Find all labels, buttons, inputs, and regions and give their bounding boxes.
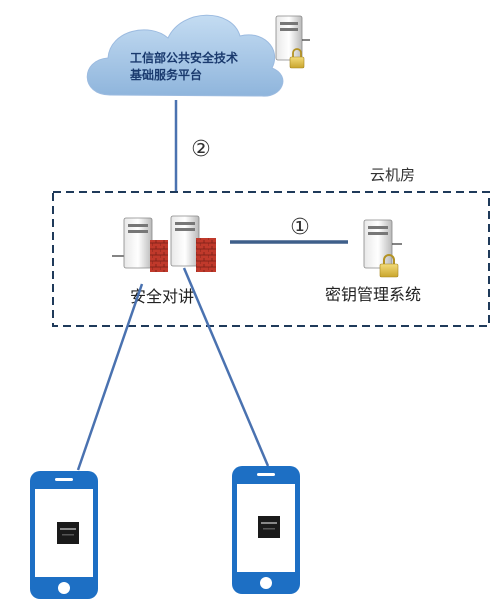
kms-link-label: ① (290, 215, 310, 240)
datacenter-label: 云机房 (370, 166, 415, 184)
phone1-link-line (76, 283, 144, 471)
intercom-server-2-icon (170, 215, 216, 272)
cloud-platform (86, 14, 284, 97)
phone-1 (30, 471, 98, 599)
kms-label: 密钥管理系统 (325, 285, 421, 304)
cloud-label-line2: 基础服务平台 (129, 67, 202, 82)
datacenter-boundary (52, 191, 490, 327)
kms-server-icon (363, 219, 402, 278)
cloud-label-line1: 工信部公共安全技术 (130, 50, 238, 65)
security-chip-icon (258, 516, 280, 538)
cloud-link-label: ② (191, 137, 211, 162)
security-chip-icon (57, 522, 79, 544)
intercom-label: 安全对讲 (130, 287, 194, 306)
cloud-server-icon (275, 15, 310, 69)
intercom-server-1-icon (112, 217, 168, 272)
phone-2 (232, 466, 300, 594)
phone2-link-line (182, 267, 270, 467)
